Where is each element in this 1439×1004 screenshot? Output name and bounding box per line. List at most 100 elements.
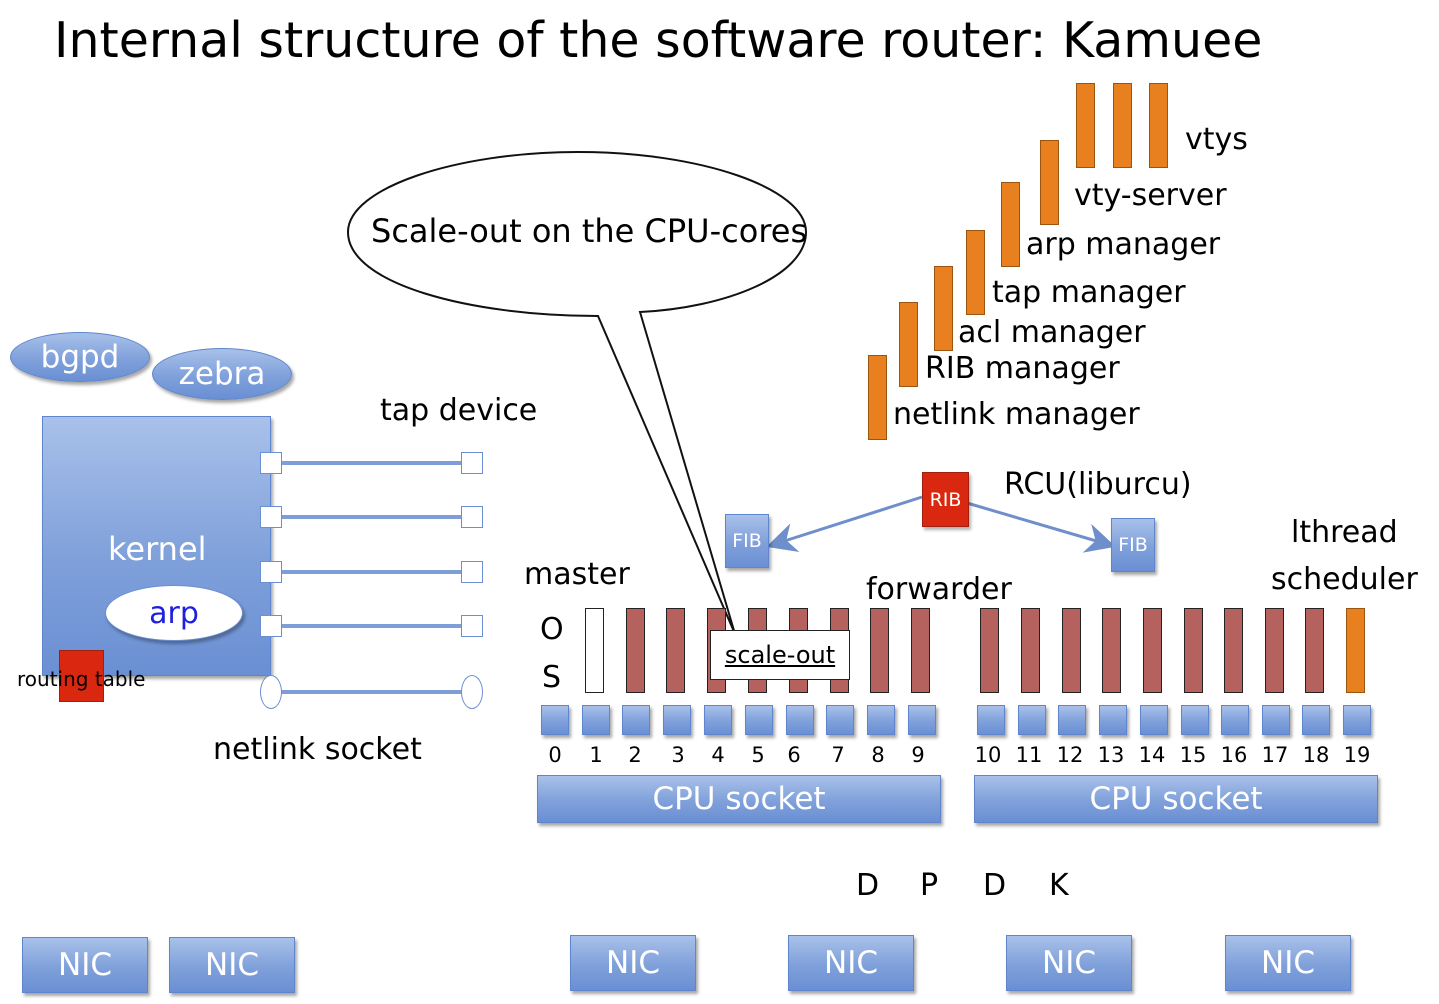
nic: NIC — [1006, 935, 1132, 991]
manager-label-arp: arp manager — [1026, 227, 1221, 262]
rib-block: RIB — [922, 472, 969, 527]
core-number: 5 — [751, 743, 765, 767]
zebra-process: zebra — [152, 348, 292, 400]
cpu-core — [582, 705, 610, 735]
core-number: 2 — [628, 743, 642, 767]
netlink-socket-label: netlink socket — [213, 732, 422, 767]
tap-manager-bar — [966, 230, 985, 315]
dpdk-letter: D — [856, 868, 880, 903]
routing-table-block — [59, 650, 104, 702]
core-number: 9 — [911, 743, 925, 767]
nic: NIC — [1225, 935, 1351, 991]
forwarder-thread-bar — [1305, 608, 1324, 693]
tap-port-kernel — [260, 615, 282, 637]
forwarder-thread-bar — [1062, 608, 1081, 693]
forwarder-thread-bar — [870, 608, 889, 693]
core-number: 6 — [787, 743, 801, 767]
nic: NIC — [788, 935, 914, 991]
cpu-core — [908, 705, 936, 735]
dpdk-letter: D — [983, 868, 1007, 903]
vty-bar — [1113, 83, 1132, 168]
manager-label-tap: tap manager — [992, 275, 1186, 310]
callout-text: Scale-out on the CPU-cores — [371, 212, 808, 250]
page-title: Internal structure of the software route… — [54, 12, 1263, 69]
core-number: 4 — [711, 743, 725, 767]
core-number: 14 — [1138, 743, 1166, 767]
core-number: 18 — [1302, 743, 1330, 767]
cpu-core — [1140, 705, 1168, 735]
tap-link — [280, 515, 462, 519]
master-thread-bar — [585, 608, 604, 693]
tap-port-kernel — [260, 561, 282, 583]
arp-manager-bar — [1001, 182, 1020, 267]
forwarder-thread-bar — [1224, 608, 1243, 693]
cpu-core — [622, 705, 650, 735]
cpu-core — [786, 705, 814, 735]
bgpd-process: bgpd — [10, 332, 150, 382]
core-number: 16 — [1220, 743, 1248, 767]
arp-ellipse: arp — [105, 585, 243, 641]
core-number: 7 — [831, 743, 845, 767]
tap-link — [280, 570, 462, 574]
forwarder-thread-bar — [980, 608, 999, 693]
netlink-link — [280, 690, 462, 694]
forwarder-label: forwarder — [866, 572, 1012, 607]
cpu-core — [1262, 705, 1290, 735]
master-label: master — [524, 557, 630, 592]
netlink-port-router — [461, 675, 483, 709]
forwarder-thread-bar — [911, 608, 930, 693]
cpu-core — [541, 705, 569, 735]
forwarder-thread-bar — [1184, 608, 1203, 693]
forwarder-thread-bar — [1021, 608, 1040, 693]
rcu-arrow-right — [966, 501, 1116, 553]
vty-bar — [1076, 83, 1095, 168]
cpu-socket: CPU socket — [537, 775, 941, 823]
cpu-core — [1221, 705, 1249, 735]
core-number: 1 — [589, 743, 603, 767]
fib-block: FIB — [1111, 518, 1155, 572]
netlink-manager-bar — [868, 355, 887, 440]
core-number: 11 — [1015, 743, 1043, 767]
speech-bubble — [346, 150, 808, 635]
cpu-socket: CPU socket — [974, 775, 1378, 823]
cpu-core — [745, 705, 773, 735]
forwarder-thread-bar — [1143, 608, 1162, 693]
cpu-core — [977, 705, 1005, 735]
core-number: 8 — [871, 743, 885, 767]
manager-label-netlink: netlink manager — [893, 397, 1140, 432]
dpdk-letter: K — [1049, 868, 1069, 903]
core-number: 12 — [1056, 743, 1084, 767]
scheduler-label: scheduler — [1271, 562, 1418, 597]
cpu-core — [663, 705, 691, 735]
fib-block: FIB — [725, 514, 769, 568]
cpu-core — [867, 705, 895, 735]
vty-bar — [1149, 83, 1168, 168]
routing-table-label: routing table — [17, 667, 146, 691]
cpu-core — [704, 705, 732, 735]
manager-label-vtys: vtys — [1185, 122, 1248, 157]
core-number: 17 — [1261, 743, 1289, 767]
scale-out-box: scale-out — [710, 630, 850, 680]
netlink-port-kernel — [260, 675, 282, 709]
lthread-scheduler-bar — [1346, 608, 1365, 693]
tap-port-kernel — [260, 506, 282, 528]
os-label-bottom: S — [542, 660, 562, 695]
manager-label-vty-server: vty-server — [1074, 178, 1227, 213]
forwarder-thread-bar — [666, 608, 685, 693]
core-number: 0 — [548, 743, 562, 767]
rcu-label: RCU(liburcu) — [1004, 467, 1192, 502]
acl-manager-bar — [934, 266, 953, 351]
os-label-top: O — [540, 612, 564, 647]
manager-label-rib: RIB manager — [925, 351, 1120, 386]
rib-manager-bar — [899, 302, 918, 387]
cpu-core — [1058, 705, 1086, 735]
cpu-core — [1018, 705, 1046, 735]
tap-device-label: tap device — [380, 393, 538, 428]
nic: NIC — [570, 935, 696, 991]
vty-server-bar — [1040, 140, 1059, 225]
core-number: 10 — [974, 743, 1002, 767]
nic: NIC — [169, 937, 295, 993]
forwarder-thread-bar — [626, 608, 645, 693]
tap-port-router — [461, 452, 483, 474]
